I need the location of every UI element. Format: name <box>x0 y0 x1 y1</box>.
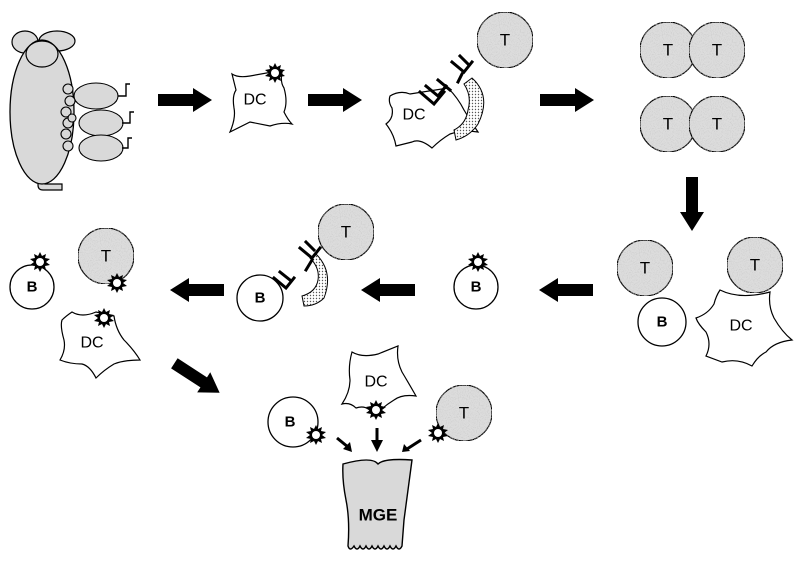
dc-label: DC <box>729 318 752 335</box>
b-cell-label: B <box>27 279 38 296</box>
activated-cluster: B T DC <box>9 228 142 380</box>
b-cell-label: B <box>285 414 296 431</box>
mge-tissue: MGE <box>342 458 413 550</box>
b-cell-label: B <box>657 314 668 331</box>
mge-label: MGE <box>359 506 398 525</box>
t-cell-label: T <box>712 41 722 60</box>
b-cell-label: B <box>471 279 482 296</box>
dendritic-cell-antigen: DC <box>228 63 294 134</box>
t-cell-label: T <box>500 31 510 50</box>
dc-label: DC <box>402 107 425 124</box>
arrow-left-3 <box>170 278 224 302</box>
t-cells-b-cell-dc: T B T DC <box>617 237 794 367</box>
arrow-1 <box>158 88 212 112</box>
b-cell-antigen: B <box>453 252 499 310</box>
arrow-left-2 <box>361 278 415 302</box>
t-cell-label: T <box>712 115 722 134</box>
t-cell-label: T <box>663 41 673 60</box>
t-cell-label: T <box>341 223 351 242</box>
arrow-down <box>680 177 704 231</box>
arrow-2 <box>308 88 362 112</box>
b-t-cell-synapse: B T <box>236 204 374 322</box>
arrow-left-1 <box>539 278 593 302</box>
dc-label: DC <box>80 335 103 352</box>
b-cell-label: B <box>255 290 266 307</box>
arrow-3 <box>540 88 594 112</box>
dc-label: DC <box>364 374 387 391</box>
expanded-t-cells: T T T T <box>640 22 745 152</box>
arrow-diagonal <box>171 358 220 393</box>
dc-label: DC <box>243 92 266 109</box>
t-cell-label: T <box>640 259 650 278</box>
t-cell-label: T <box>101 247 111 266</box>
mouse-with-lymph-nodes <box>9 30 134 191</box>
t-cell-label: T <box>750 256 760 275</box>
t-cell-label: T <box>663 115 673 134</box>
dc-t-cell-synapse: DC T <box>385 12 533 149</box>
bottom-cells: B DC T <box>267 345 492 452</box>
t-cell-label: T <box>459 404 469 423</box>
